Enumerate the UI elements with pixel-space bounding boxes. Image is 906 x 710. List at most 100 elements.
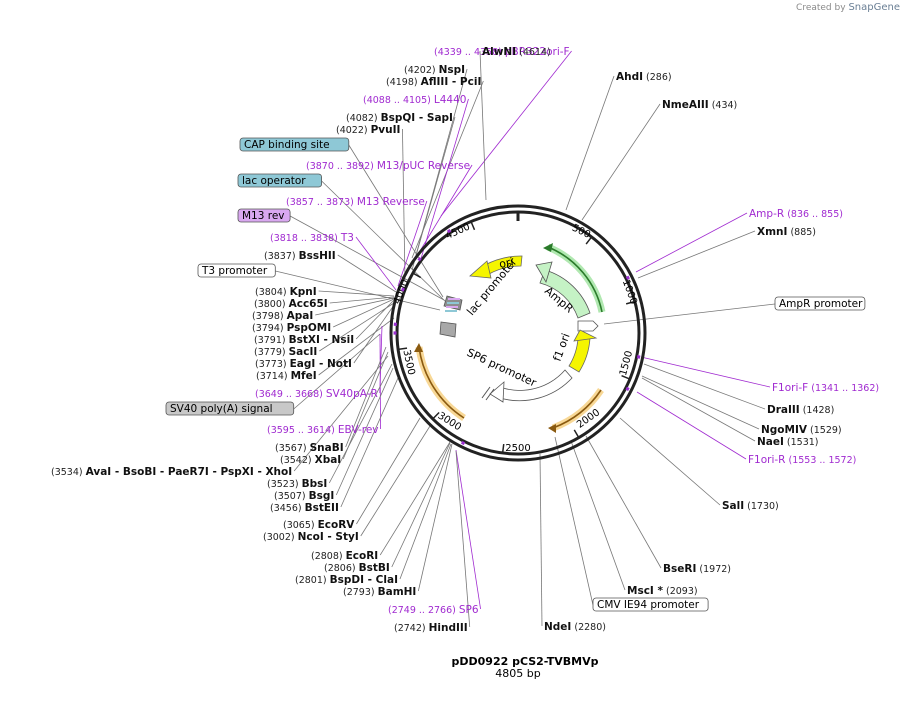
t3-label-group[interactable]: (3818 .. 3838) T3: [270, 232, 354, 244]
nmeaiii-label-group[interactable]: NmeAIII (434): [662, 99, 737, 111]
eagi-label-group[interactable]: (3773) EagI - NotI: [255, 358, 352, 370]
features: ori AmpR f1 ori SP6 promoter: [414, 243, 606, 433]
lacop-label-group[interactable]: lac operator: [237, 173, 322, 188]
m13revbox-label-group[interactable]: M13 rev: [237, 208, 291, 223]
avai-coord: (3534): [51, 467, 86, 478]
hindiii-label-group[interactable]: (2742) HindIII: [394, 622, 468, 634]
bstbi-label-group[interactable]: (2806) BstBI: [324, 562, 390, 574]
ampRF-label-group[interactable]: Amp-R (836 .. 855): [749, 208, 843, 220]
leader-line: [391, 442, 451, 568]
backbone: [389, 204, 647, 462]
primer-mark: [446, 229, 452, 234]
sv40pa-label-group[interactable]: (3649 .. 3668) SV40pA-R: [255, 388, 378, 400]
bseri-label-group[interactable]: BseRI (1972): [663, 563, 731, 575]
leader-line: [411, 116, 456, 271]
snabi-label-group[interactable]: (3567) SnaBI: [275, 442, 344, 454]
leader-line: [335, 367, 394, 496]
naei-label-group[interactable]: NaeI (1531): [757, 436, 819, 448]
bpr322-label-group[interactable]: (4339 .. 4358) pBR322ori-F: [434, 46, 570, 58]
l4440-label-group[interactable]: (4088 .. 4105) L4440: [363, 94, 466, 106]
ampr-promoter-feature[interactable]: [577, 320, 599, 332]
credit-prefix: Created by: [796, 3, 846, 13]
ampr-arrowhead: [535, 261, 553, 283]
xmni-label-group[interactable]: XmnI (885): [757, 226, 816, 238]
leader-line: [328, 363, 393, 484]
nspi-label-group[interactable]: (4202) NspI: [404, 64, 465, 76]
f1ori-feature[interactable]: [568, 337, 591, 373]
leader-line: [289, 215, 445, 301]
mfei-label-group[interactable]: (3714) MfeI: [256, 370, 317, 382]
alwni-label-group[interactable]: AlwNI (4614): [482, 46, 551, 58]
pvuii-label: (4022) PvuII: [336, 124, 400, 136]
f1orir-label-group[interactable]: F1ori-R (1553 .. 1572): [748, 454, 856, 466]
bspdi-label: (2801) BspDI - ClaI: [295, 574, 398, 586]
bsshii-label-group[interactable]: (3837) BssHII: [264, 250, 336, 262]
pspomi-label-group[interactable]: (3794) PspOMI: [252, 322, 331, 334]
draiii-label: DraIII (1428): [767, 404, 834, 416]
bbsi-label-group[interactable]: (3523) BbsI: [267, 478, 327, 490]
grey-feature-square[interactable]: [439, 321, 457, 338]
xbai-label-group[interactable]: (3542) XbaI: [280, 454, 341, 466]
t3p-box: [197, 263, 276, 278]
ngomiv-label-group[interactable]: NgoMIV (1529): [761, 424, 842, 436]
orange-arc-left: [415, 346, 466, 421]
apai-label-group[interactable]: (3798) ApaI: [252, 310, 313, 322]
bsgi-label-group[interactable]: (3507) BsgI: [274, 490, 334, 502]
bamhi-coord: (2793): [343, 587, 378, 598]
bspdi-label-group[interactable]: (2801) BspDI - ClaI: [295, 574, 398, 586]
ecori-label-group[interactable]: (2808) EcoRI: [311, 550, 378, 562]
naei-name: NaeI: [757, 436, 784, 448]
leader-line: [635, 212, 748, 273]
m13rev-label-group[interactable]: (3857 .. 3873) M13 Reverse: [286, 196, 425, 208]
kpni-label-group[interactable]: (3804) KpnI: [255, 286, 317, 298]
ecorv-label-group[interactable]: (3065) EcoRV: [283, 519, 355, 531]
afliii-label-group[interactable]: (4198) AflIII - PciI: [386, 76, 481, 88]
amprp-label-group[interactable]: AmpR promoter: [774, 296, 866, 311]
kpni-name: KpnI: [290, 286, 317, 298]
m13puc-label-group[interactable]: (3870 .. 3892) M13/pUC Reverse: [306, 160, 470, 172]
ampr-feature[interactable]: [539, 269, 591, 319]
tick-mark: [573, 429, 580, 439]
leader-line: [455, 450, 471, 628]
leader-line: [379, 441, 451, 556]
sv40sig-label-group[interactable]: SV40 poly(A) signal: [165, 401, 295, 416]
leader-line: [379, 333, 381, 430]
draiii-name: DraIII: [767, 404, 800, 416]
avai-label-group[interactable]: (3534) AvaI - BsoBI - PaeR7I - PspXI - X…: [51, 466, 292, 478]
t3p-label-group[interactable]: T3 promoter: [197, 263, 276, 278]
leader-line: [315, 297, 395, 316]
cap-label-group[interactable]: CAP binding site: [239, 137, 350, 152]
tick-label: 3500: [400, 349, 416, 376]
leader-line: [345, 346, 387, 448]
bsteii-label: (3456) BstEII: [270, 502, 339, 514]
nmeaiii-label: NmeAIII (434): [662, 99, 737, 111]
leader-line: [360, 425, 431, 537]
sp6-label-group[interactable]: (2749 .. 2766) SP6: [388, 604, 479, 616]
ebv-label-group[interactable]: (3595 .. 3614) EBV-rev: [267, 424, 379, 436]
pvuii-label-group[interactable]: (4022) PvuII: [336, 124, 400, 136]
f1orif-label-group[interactable]: F1ori-F (1341 .. 1362): [772, 382, 879, 394]
bsteii-label-group[interactable]: (3456) BstEII: [270, 502, 339, 514]
bsgi-coord: (3507): [274, 491, 309, 502]
cmv-label-group[interactable]: CMV IE94 promoter: [592, 597, 709, 612]
ahdi-label-group[interactable]: AhdI (286): [616, 71, 672, 83]
bspqi-label-group[interactable]: (4082) BspQI - SapI: [346, 112, 453, 124]
sali-label-group[interactable]: SalI (1730): [722, 500, 779, 512]
acc65i-label-group[interactable]: (3800) Acc65I: [254, 298, 328, 310]
bstbi-label: (2806) BstBI: [324, 562, 390, 574]
leader-line: [340, 377, 399, 508]
bamhi-label-group[interactable]: (2793) BamHI: [343, 586, 416, 598]
msci-label-group[interactable]: MscI * (2093): [627, 585, 698, 597]
draiii-label-group[interactable]: DraIII (1428): [767, 404, 834, 416]
bstxi-label-group[interactable]: (3791) BstXI - NsiI: [254, 334, 354, 346]
sacii-label-group[interactable]: (3779) SacII: [254, 346, 317, 358]
ncoi-label-group[interactable]: (3002) NcoI - StyI: [263, 531, 359, 543]
ecori-name: EcoRI: [346, 550, 379, 562]
pvuii-name: PvuII: [371, 124, 401, 136]
bspqi-name: BspQI: [381, 112, 416, 124]
ndei-name: NdeI: [544, 621, 571, 633]
leader-line: [603, 303, 776, 325]
alwni-name: AlwNI: [482, 46, 516, 58]
plasmid-length: 4805 bp: [495, 667, 540, 680]
ndei-label-group[interactable]: NdeI (2280): [544, 621, 606, 633]
